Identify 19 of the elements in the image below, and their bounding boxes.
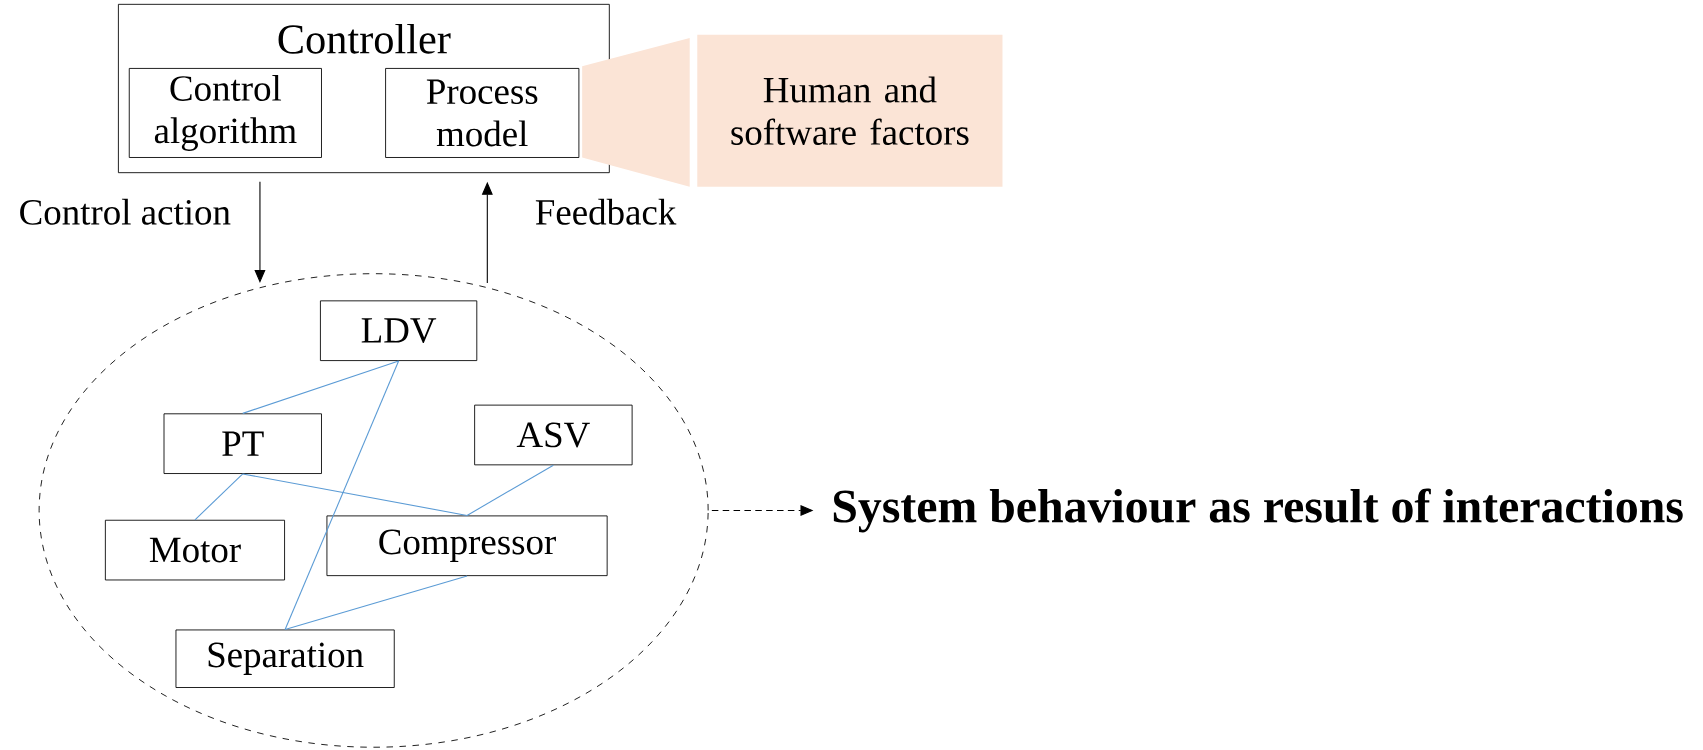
system-ellipse bbox=[38, 273, 709, 748]
component-box: Separation bbox=[175, 629, 395, 688]
connector-line bbox=[242, 360, 400, 414]
connector-line bbox=[284, 575, 468, 630]
component-box: Motor bbox=[104, 519, 285, 581]
result-text: System behaviour as result of interactions bbox=[833, 488, 1683, 533]
connector-line bbox=[194, 473, 244, 521]
component-box: ASV bbox=[474, 404, 633, 466]
component-box: LDV bbox=[319, 300, 478, 361]
connector-line bbox=[242, 473, 468, 516]
connector-line bbox=[284, 360, 400, 630]
process-box: Process model bbox=[385, 67, 580, 158]
factor-box: Human and software factors bbox=[582, 34, 1003, 187]
edge-label: Control action bbox=[16, 196, 234, 227]
edge-label: Feedback bbox=[532, 196, 679, 227]
process-box: Control algorithm bbox=[128, 67, 322, 158]
component-box: Compressor bbox=[326, 515, 608, 576]
connector-line bbox=[466, 464, 554, 516]
component-box: PT bbox=[163, 413, 322, 474]
